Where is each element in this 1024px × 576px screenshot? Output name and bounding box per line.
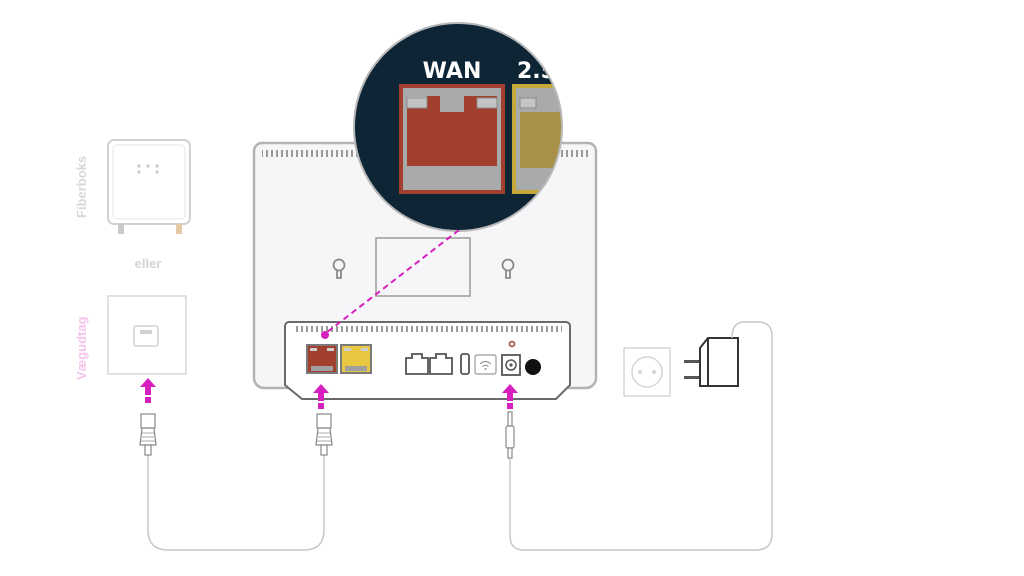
power-outlet-icon — [623, 347, 671, 397]
power-cable — [509, 321, 773, 551]
arrow-up-icon-power — [502, 384, 518, 409]
wan-label: WAN — [423, 59, 482, 84]
ethernet-cable — [147, 455, 325, 551]
dc-plug-icon — [505, 411, 515, 459]
ethernet-plug-icon-right — [315, 413, 333, 456]
arrow-up-icon-wan — [313, 384, 329, 409]
fiber-box-label: Fiberboks — [74, 156, 89, 218]
arrow-up-icon-wall — [140, 378, 156, 403]
wall-socket-icon — [107, 295, 187, 375]
wan-port — [306, 344, 338, 374]
lan-2-5-port — [340, 344, 372, 374]
power-adapter-icon — [684, 337, 739, 387]
wan-port-zoom — [399, 84, 505, 194]
or-label: eller — [135, 256, 162, 271]
ethernet-plug-icon-left — [139, 413, 157, 456]
router-label-area — [375, 237, 471, 297]
wan-zoom-callout: WAN 2.5 — [353, 22, 563, 232]
mount-hole-right — [501, 258, 515, 279]
mount-hole-left — [332, 258, 346, 279]
fiber-box-icon — [107, 139, 191, 234]
zoom-pointer — [321, 229, 460, 339]
usb-port — [460, 353, 470, 375]
power-button — [525, 359, 541, 375]
phone-ports — [405, 353, 453, 375]
power-jack — [501, 340, 521, 376]
wall-socket-label: Vægudtag — [74, 316, 89, 380]
wifi-button-icon — [474, 354, 497, 375]
